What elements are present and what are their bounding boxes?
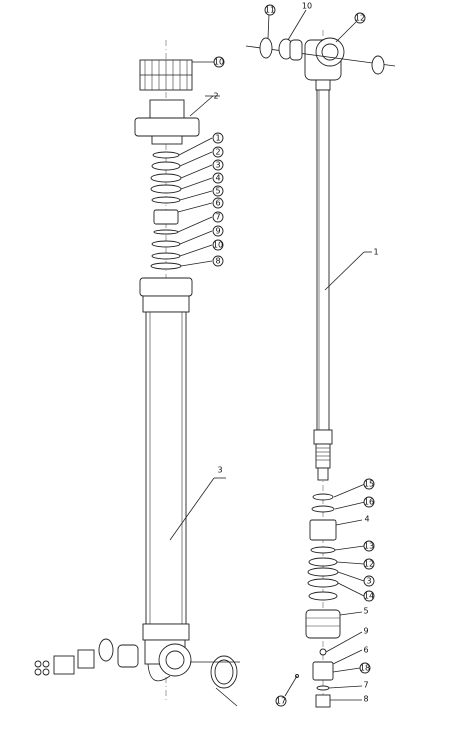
right-leaders xyxy=(267,9,372,701)
callout-label: 8 xyxy=(215,257,220,266)
callout-label: 1 xyxy=(373,248,378,257)
left-assembly: 10 2 1 2 3 4 5 6 7 9 10 8 3 xyxy=(34,40,240,707)
callout-label: 6 xyxy=(363,646,368,655)
castle-nut-part xyxy=(139,59,193,91)
callout-label: 13 xyxy=(364,542,374,551)
bottom-left-hardware xyxy=(34,638,240,707)
rod-eye-part xyxy=(245,37,396,81)
callout-label: 7 xyxy=(215,213,220,222)
callout-label: 1 xyxy=(215,134,220,143)
callout-label: 12 xyxy=(355,14,365,23)
callout-label: 18 xyxy=(360,664,370,673)
callout-label: 17 xyxy=(276,697,286,706)
callout-label: 4 xyxy=(364,515,369,524)
callout-label: 3 xyxy=(217,466,222,475)
callout-label: 16 xyxy=(364,498,374,507)
callout-label: 5 xyxy=(215,187,220,196)
callout-label: 14 xyxy=(364,592,374,601)
seal-stack-left xyxy=(150,151,182,270)
callout-label: 3 xyxy=(215,161,220,170)
callout-label: 4 xyxy=(215,174,220,183)
callout-label: 2 xyxy=(215,148,220,157)
callout-label: 2 xyxy=(213,92,218,101)
left-leaders xyxy=(169,61,226,541)
callout-label: 11 xyxy=(265,6,275,15)
callout-label: 9 xyxy=(363,627,368,636)
callout-label: 12 xyxy=(364,560,374,569)
cylinder-tube-part xyxy=(139,277,193,682)
right-callouts: 11 10 12 1 15 16 4 13 12 3 14 5 9 6 18 7… xyxy=(264,2,379,707)
callout-label: 6 xyxy=(215,199,220,208)
callout-label: 9 xyxy=(215,227,220,236)
callout-label: 10 xyxy=(214,58,224,67)
piston-seal-stack xyxy=(295,493,341,708)
callout-label: 7 xyxy=(363,681,368,690)
gland-head-part xyxy=(134,99,200,145)
callout-label: 15 xyxy=(364,480,374,489)
piston-rod-part xyxy=(313,79,333,481)
callout-label: 8 xyxy=(363,695,368,704)
callout-label: 10 xyxy=(302,2,312,11)
callout-label: 3 xyxy=(366,577,371,586)
left-callouts: 10 2 1 2 3 4 5 6 7 9 10 8 3 xyxy=(212,56,225,475)
right-assembly: 11 10 12 1 15 16 4 13 12 3 14 5 9 6 18 7… xyxy=(245,2,396,708)
callout-label: 10 xyxy=(213,241,223,250)
callout-label: 5 xyxy=(363,607,368,616)
